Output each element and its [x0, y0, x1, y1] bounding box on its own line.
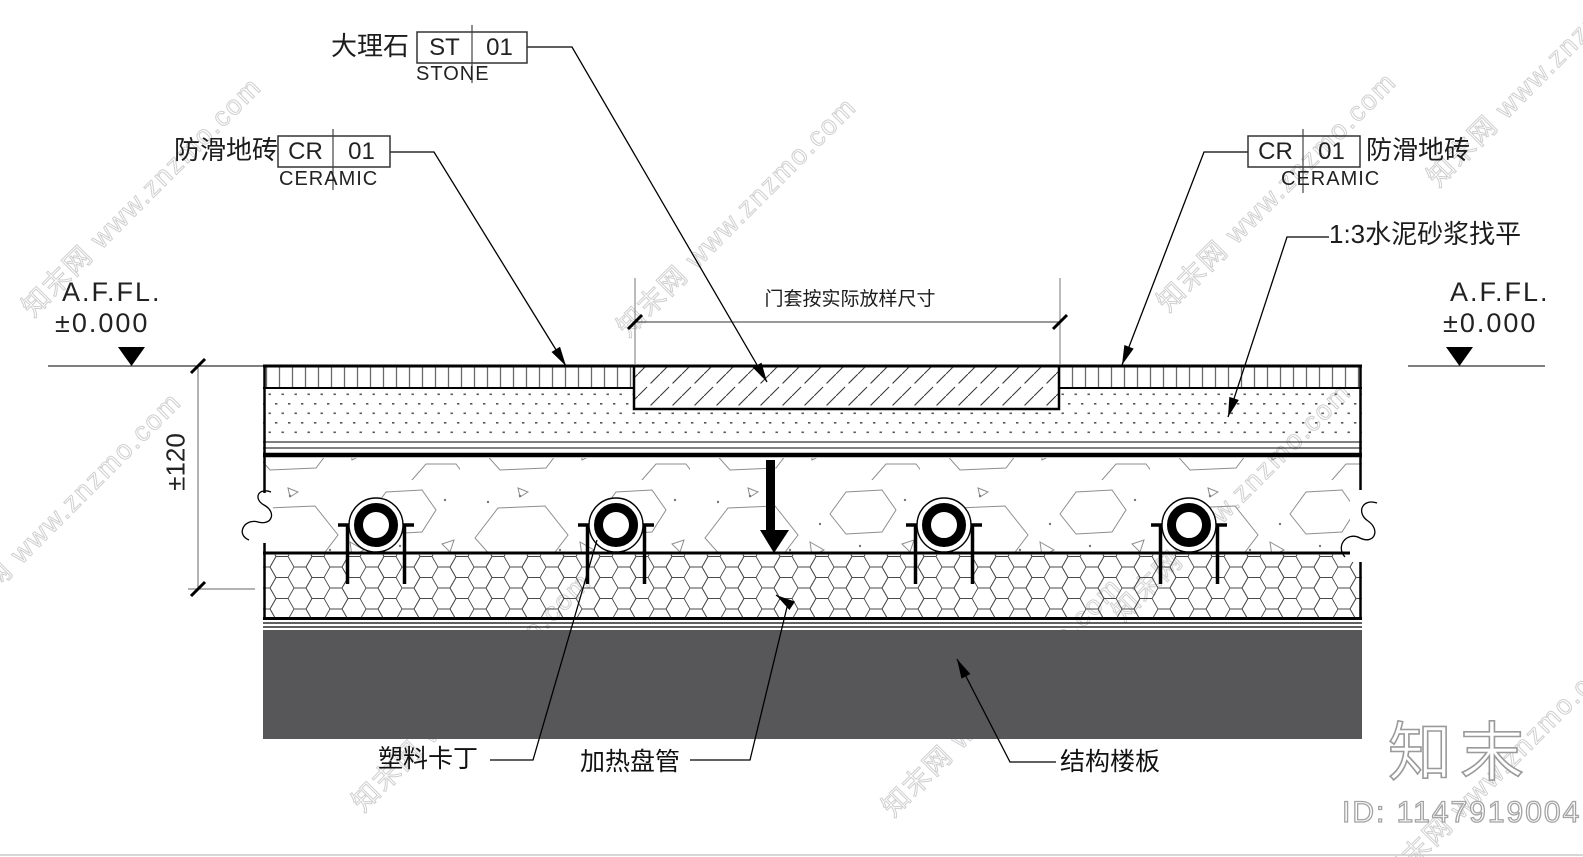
ceramic-right-label: 防滑地砖 — [1366, 135, 1471, 165]
dimension-120 — [188, 357, 255, 598]
site-logo-watermark: 知末 — [1387, 717, 1532, 789]
pipe-drop-arrow — [760, 460, 789, 553]
door-dimension — [626, 278, 1069, 364]
floor-section — [263, 364, 1362, 739]
afl-left-title: A.F.FL. — [62, 277, 162, 307]
break-mark-left — [241, 490, 273, 543]
leader-ceramic-left — [390, 151, 567, 367]
leader-screed — [1227, 236, 1329, 418]
leader-heating-pipe — [690, 594, 795, 761]
slab-label: 结构楼板 — [1060, 748, 1161, 776]
break-mark-right — [1340, 490, 1378, 562]
screed-label: 1:3水泥砂浆找平 — [1329, 219, 1522, 249]
leader-ceramic-right — [1121, 151, 1248, 366]
level-marker-right — [1408, 347, 1545, 367]
afl-right-value: ±0.000 — [1443, 308, 1538, 338]
ceramic-left-code: CR — [288, 138, 323, 165]
marble-number: 01 — [486, 34, 513, 61]
afl-left-value: ±0.000 — [55, 308, 150, 338]
tile-layer-left — [263, 365, 633, 388]
leader-clip — [490, 539, 598, 761]
door-dim-label: 门套按实际放样尺寸 — [764, 289, 936, 311]
afl-right-title: A.F.FL. — [1450, 277, 1550, 307]
thickness-dim-label: ±120 — [160, 433, 191, 491]
marble-label: 大理石 — [331, 31, 410, 61]
ceramic-left-label: 防滑地砖 — [174, 135, 279, 165]
marble-code: ST — [429, 34, 460, 61]
marble-material: STONE — [416, 63, 490, 85]
level-marker-left — [48, 347, 263, 367]
tag-box-dividers — [332, 25, 1304, 193]
ceramic-right-material: CERAMIC — [1281, 168, 1381, 190]
ceramic-left-material: CERAMIC — [279, 168, 379, 190]
heating-pipe-label: 加热盘管 — [580, 748, 681, 776]
leader-slab — [956, 658, 1056, 763]
watermark-id: ID: 1147919004 — [1341, 796, 1582, 829]
insulation-layer — [263, 554, 1362, 618]
structural-slab — [263, 630, 1362, 739]
clip-label: 塑料卡丁 — [378, 745, 479, 773]
leader-marble — [527, 46, 768, 383]
ceramic-left-number: 01 — [348, 138, 375, 165]
ceramic-right-code: CR — [1258, 138, 1293, 165]
ceramic-right-number: 01 — [1318, 138, 1345, 165]
tile-layer-right — [1060, 365, 1362, 388]
marble-slab — [632, 364, 1061, 411]
